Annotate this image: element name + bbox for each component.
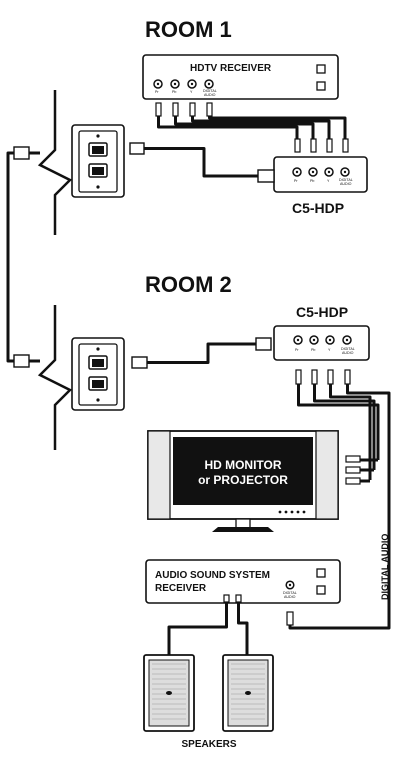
c5-room2-port-digital: DIGITAL (341, 347, 355, 351)
component-cables-room1 (157, 116, 349, 153)
c5-room2-output-plugs (295, 369, 351, 385)
wall-room1 (37, 90, 73, 235)
speaker-wires (167, 603, 249, 655)
digital-audio-label: DIGITAL AUDIO (380, 534, 390, 600)
hdtv-indicator-top (316, 64, 326, 74)
monitor-stand-base (212, 527, 274, 532)
digital-audio-cable (286, 384, 391, 630)
hd-monitor: HD MONITOR or PROJECTOR (147, 430, 339, 532)
hdtv-output-plugs (155, 102, 213, 117)
c5-room1-port-pb: Pb (310, 179, 314, 183)
cat5-cable-room2 (131, 337, 272, 369)
c5hdp-room2: Pr Pb Y DIGITAL AUDIO (273, 325, 370, 361)
hdtv-port-y: Y (190, 90, 193, 94)
hdtv-port-digital: DIGITAL (203, 89, 217, 93)
c5-room1-port-pr: Pr (294, 179, 298, 183)
c5hdp-room1-label: C5-HDP (292, 200, 344, 216)
component-cables-room2 (297, 384, 380, 485)
hdtv-receiver: HDTV RECEIVER Pr Pb Y DIGITAL AUDIO (142, 54, 339, 100)
wall-plate-room2 (71, 337, 125, 411)
c5-room1-port-digital: DIGITAL (339, 178, 353, 182)
speaker-right (222, 654, 274, 732)
speakers-label: SPEAKERS (181, 739, 236, 750)
c5-room1-rj45-plug (257, 169, 275, 183)
audio-receiver-label-line2: RECEIVER (155, 583, 207, 594)
monitor-label-line1: HD MONITOR (204, 458, 281, 472)
hdtv-receiver-label: HDTV RECEIVER (190, 63, 272, 74)
c5-room2-port-audio: AUDIO (342, 351, 354, 355)
audio-sound-system-receiver: AUDIO SOUND SYSTEM RECEIVER DIGITAL AUDI… (145, 559, 341, 604)
c5-room1-port-y: Y (327, 179, 330, 183)
c5-room2-port-pb: Pb (311, 348, 315, 352)
wall-plate-room1 (71, 124, 125, 198)
c5-room2-port-pr: Pr (295, 348, 299, 352)
c5-room2-port-y: Y (328, 348, 331, 352)
audio-receiver-label-line1: AUDIO SOUND SYSTEM (155, 570, 270, 581)
cat5-cable-room1 (129, 142, 258, 178)
monitor-label-line2: or PROJECTOR (198, 473, 288, 487)
cat5-link-between-rooms (6, 146, 40, 368)
hdtv-port-pr: Pr (155, 90, 159, 94)
hdtv-port-audio: AUDIO (204, 93, 216, 97)
hdtv-port-pb: Pb (172, 90, 176, 94)
room2-title: ROOM 2 (145, 272, 232, 297)
c5hdp-room2-label: C5-HDP (296, 304, 348, 320)
room1-title: ROOM 1 (145, 17, 232, 42)
hdtv-indicator-bottom (316, 81, 326, 91)
wall-room2 (37, 305, 73, 450)
audio-receiver-port-digital: DIGITAL (283, 591, 297, 595)
c5hdp-room1: Pr Pb Y DIGITAL AUDIO (257, 156, 368, 193)
c5-room1-port-audio: AUDIO (340, 182, 352, 186)
speaker-left (143, 654, 195, 732)
audio-receiver-port-audio: AUDIO (284, 595, 296, 599)
